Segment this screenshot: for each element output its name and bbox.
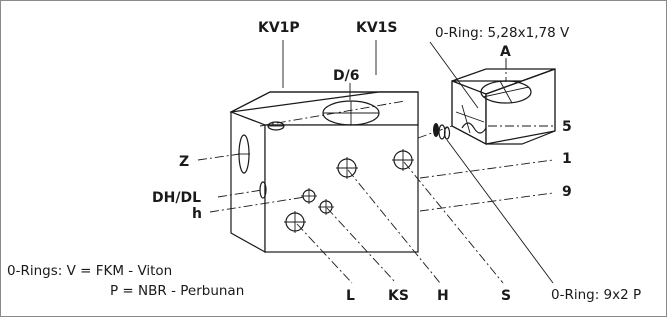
main-block bbox=[229, 91, 419, 254]
port-d6 bbox=[259, 100, 406, 127]
label-oring-bottom: 0-Ring: 9x2 P bbox=[551, 287, 641, 303]
label-kv1s: KV1S bbox=[356, 20, 398, 36]
label-ks: KS bbox=[388, 288, 409, 304]
label-s: S bbox=[501, 288, 511, 304]
label-9: 9 bbox=[562, 184, 572, 200]
label-1: 1 bbox=[562, 151, 572, 167]
port-h-small bbox=[301, 188, 317, 204]
port-h bbox=[336, 157, 358, 179]
oring-note-line-1: 0-Rings: V = FKM - Viton bbox=[7, 263, 172, 279]
label-h-big: H bbox=[437, 288, 449, 304]
leader-lines bbox=[197, 40, 554, 284]
label-a: A bbox=[500, 44, 511, 60]
main-block-side-face bbox=[230, 111, 266, 254]
main-block-front-face bbox=[264, 124, 419, 253]
label-5: 5 bbox=[562, 119, 572, 135]
oring-stack bbox=[417, 123, 453, 140]
kv1s-block bbox=[451, 60, 556, 145]
port-l bbox=[284, 211, 306, 233]
label-dhdl: DH/DL bbox=[152, 190, 201, 206]
oring-note-line-2: P = NBR - Perbunan bbox=[110, 283, 244, 299]
label-kv1p: KV1P bbox=[258, 20, 300, 36]
port-top-small bbox=[267, 121, 285, 131]
label-d6: D/6 bbox=[333, 68, 359, 84]
label-l: L bbox=[346, 288, 355, 304]
label-oring-top: 0-Ring: 5,28x1,78 V bbox=[435, 25, 570, 41]
port-ks bbox=[318, 199, 334, 215]
label-z: Z bbox=[179, 154, 189, 170]
port-s bbox=[392, 149, 414, 171]
label-h-small: h bbox=[192, 206, 202, 222]
